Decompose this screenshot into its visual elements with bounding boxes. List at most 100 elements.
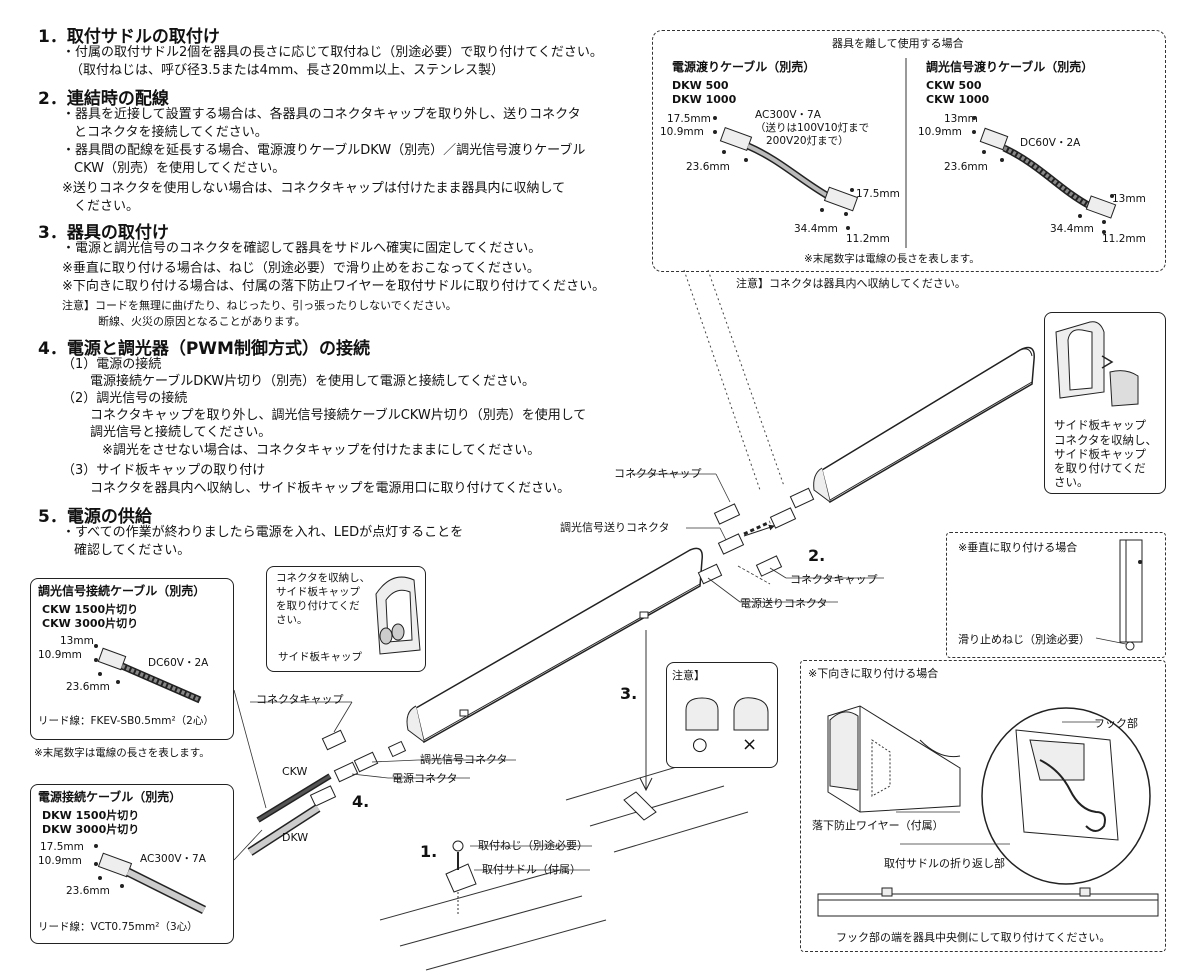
- mid-cap-line: を取り付けてくだ: [276, 600, 360, 612]
- section-2-line: ・器具間の配線を延長する場合、電源渡りケーブルDKW（別売）／調光信号渡りケーブ…: [62, 143, 586, 158]
- dkw-model: DKW 1500片切り: [42, 809, 140, 822]
- side-cap-line: を取り付けてくだ: [1054, 461, 1146, 475]
- section-5-heading: 5．電源の供給: [38, 507, 152, 527]
- section-2-line: ※送りコネクタを使用しない場合は、コネクタキャップは付けたまま器具内に収納して: [62, 181, 566, 196]
- ckw-relay-title: 調光信号渡りケーブル（別売）: [926, 60, 1094, 74]
- section-1-heading: 1．取付サドルの取付け: [38, 27, 220, 47]
- dim-label: 13mm: [1112, 193, 1146, 205]
- section-4-line: コネクタを器具内へ収納し、サイド板キャップを電源用口に取り付けてください。: [90, 481, 571, 496]
- downward-mount-title: ※下向きに取り付ける場合: [808, 667, 939, 680]
- top-box-footnote: ※末尾数字は電線の長さを表します。: [804, 253, 980, 265]
- ckw-lead: リード線：FKEV-SB0.5mm²（2心）: [38, 715, 214, 727]
- hook-label: フック部: [1094, 717, 1138, 730]
- section-2-heading: 2．連結時の配線: [38, 89, 169, 109]
- power-send-connector-label: 電源送りコネクタ: [740, 597, 828, 610]
- section-3-line: ※垂直に取り付ける場合は、ねじ（別途必要）で滑り止めをおこなってください。: [62, 261, 540, 276]
- dim-label: 10.9mm: [660, 126, 704, 138]
- dim-label: 13mm: [944, 113, 978, 125]
- dim-label: 17.5mm: [40, 841, 84, 853]
- section-4-heading: 4．電源と調光器（PWM制御方式）の接続: [38, 339, 370, 359]
- dimming-send-connector-label: 調光信号送りコネクタ: [560, 521, 670, 534]
- dimming-connector-label: 調光信号コネクタ: [420, 753, 508, 766]
- ckw-title: 調光信号接続ケーブル（別売）: [38, 584, 206, 598]
- section-4-line: （3）サイド板キャップの取り付け: [62, 463, 266, 478]
- section-3-caution: 注意】コードを無理に曲げたり、ねじったり、引っ張ったりしないでください。: [62, 299, 457, 312]
- ckw-label: CKW: [282, 765, 308, 778]
- dkw-model: DKW 3000片切り: [42, 823, 140, 836]
- side-cap-line: サイド板キャップ: [1054, 447, 1146, 461]
- step-2: 2.: [808, 546, 826, 565]
- dim-label: 17.5mm: [856, 188, 900, 200]
- caution-ng: ×: [742, 734, 758, 755]
- mid-cap-line: さい。: [276, 614, 308, 626]
- top-note: 注意】コネクタは器具内へ収納してください。: [736, 277, 966, 290]
- dim-label: 13mm: [60, 635, 94, 647]
- section-3-caution: 断線、火災の原因となることがあります。: [98, 315, 306, 328]
- ckw-model: CKW 1500片切り: [42, 603, 139, 616]
- saddle-label: 取付サドル（付属）: [482, 863, 581, 876]
- side-cap-line: さい。: [1054, 475, 1089, 489]
- dkw-relay-model: DKW 500: [672, 79, 729, 92]
- section-4-line: 調光信号と接続してください。: [90, 425, 272, 440]
- dim-label: 23.6mm: [944, 161, 988, 173]
- downward-caption: フック部の端を器具中央側にして取り付けてください。: [836, 931, 1111, 944]
- vertical-mount-box: [946, 532, 1166, 658]
- dim-label: 10.9mm: [38, 855, 82, 867]
- vertical-screw-label: 滑り止めねじ（別途必要）: [958, 633, 1090, 646]
- step-3: 3.: [620, 684, 638, 703]
- dim-label: 23.6mm: [66, 885, 110, 897]
- power-connector-label: 電源コネクタ: [392, 772, 458, 785]
- section-2-line: CKW（別売）を使用してください。: [74, 161, 286, 176]
- dkw-relay-title: 電源渡りケーブル（別売）: [672, 60, 816, 74]
- dim-label: 34.4mm: [1050, 223, 1094, 235]
- section-2-line: ください。: [74, 199, 140, 214]
- dkw-lead: リード線：VCT0.75mm²（3心）: [38, 921, 198, 933]
- ckw-relay-spec: DC60V・2A: [1020, 137, 1081, 149]
- separate-use-box: [652, 30, 1166, 272]
- mid-cap-label: サイド板キャップ: [278, 651, 362, 663]
- dkw-cable-box: [30, 784, 234, 944]
- ckw-spec: DC60V・2A: [148, 657, 209, 669]
- section-4-line: （2）調光信号の接続: [62, 391, 188, 406]
- caution-ok: ○: [692, 734, 708, 755]
- section-1-line: （取付ねじは、呼び径3.5または4mm、長さ20mm以上、ステンレス製）: [70, 63, 505, 78]
- section-1-line: ・付属の取付サドル2個を器具の長さに応じて取付ねじ（別途必要）で取り付けてくださ…: [62, 45, 603, 60]
- screw-label: 取付ねじ（別途必要）: [478, 839, 588, 852]
- ckw-relay-model: CKW 1000: [926, 93, 990, 106]
- dkw-relay-cable-icon: [713, 116, 859, 230]
- section-5-line: 確認してください。: [74, 543, 191, 558]
- connector-cap-label: コネクタキャップ: [256, 693, 344, 706]
- dkw-relay-spec: AC300V・7A: [755, 109, 821, 121]
- section-5-line: ・すべての作業が終わりましたら電源を入れ、LEDが点灯することを: [62, 525, 464, 540]
- wire-label: 落下防止ワイヤー（付属）: [812, 819, 944, 832]
- dkw-relay-spec: （送りは100V10灯まで: [755, 122, 870, 134]
- section-2-line: ・器具を近接して設置する場合は、各器具のコネクタキャップを取り外し、送りコネクタ: [62, 107, 581, 122]
- connector-cap-label: コネクタキャップ: [614, 467, 702, 480]
- vertical-mount-title: ※垂直に取り付ける場合: [958, 541, 1078, 554]
- dkw-relay-model: DKW 1000: [672, 93, 737, 106]
- ckw-footnote: ※末尾数字は電線の長さを表します。: [34, 747, 210, 759]
- section-4-line: ※調光をさせない場合は、コネクタキャップを付けたままにしてください。: [102, 443, 541, 458]
- separate-use-title: 器具を離して使用する場合: [832, 37, 964, 50]
- caution-title: 注意】: [672, 669, 705, 682]
- upper-fixture: [813, 346, 1035, 504]
- section-4-line: 電源接続ケーブルDKW片切り（別売）を使用して電源と接続してください。: [90, 374, 535, 389]
- step-1: 1.: [420, 842, 438, 861]
- dim-label: 23.6mm: [686, 161, 730, 173]
- dkw-relay-spec: 200V20灯まで）: [766, 135, 849, 147]
- dim-label: 11.2mm: [1102, 233, 1146, 245]
- mid-cap-line: コネクタを収納し、: [276, 572, 371, 584]
- section-4-line: （1）電源の接続: [62, 357, 162, 372]
- mid-cap-line: サイド板キャップ: [276, 586, 360, 598]
- section-3-line: ※下向きに取り付ける場合は、付属の落下防止ワイヤーを取付サドルに取り付けてくださ…: [62, 279, 606, 294]
- section-2-line: とコネクタを接続してください。: [74, 125, 268, 140]
- section-3-line: ・電源と調光信号のコネクタを確認して器具をサドルへ確実に固定してください。: [62, 241, 542, 256]
